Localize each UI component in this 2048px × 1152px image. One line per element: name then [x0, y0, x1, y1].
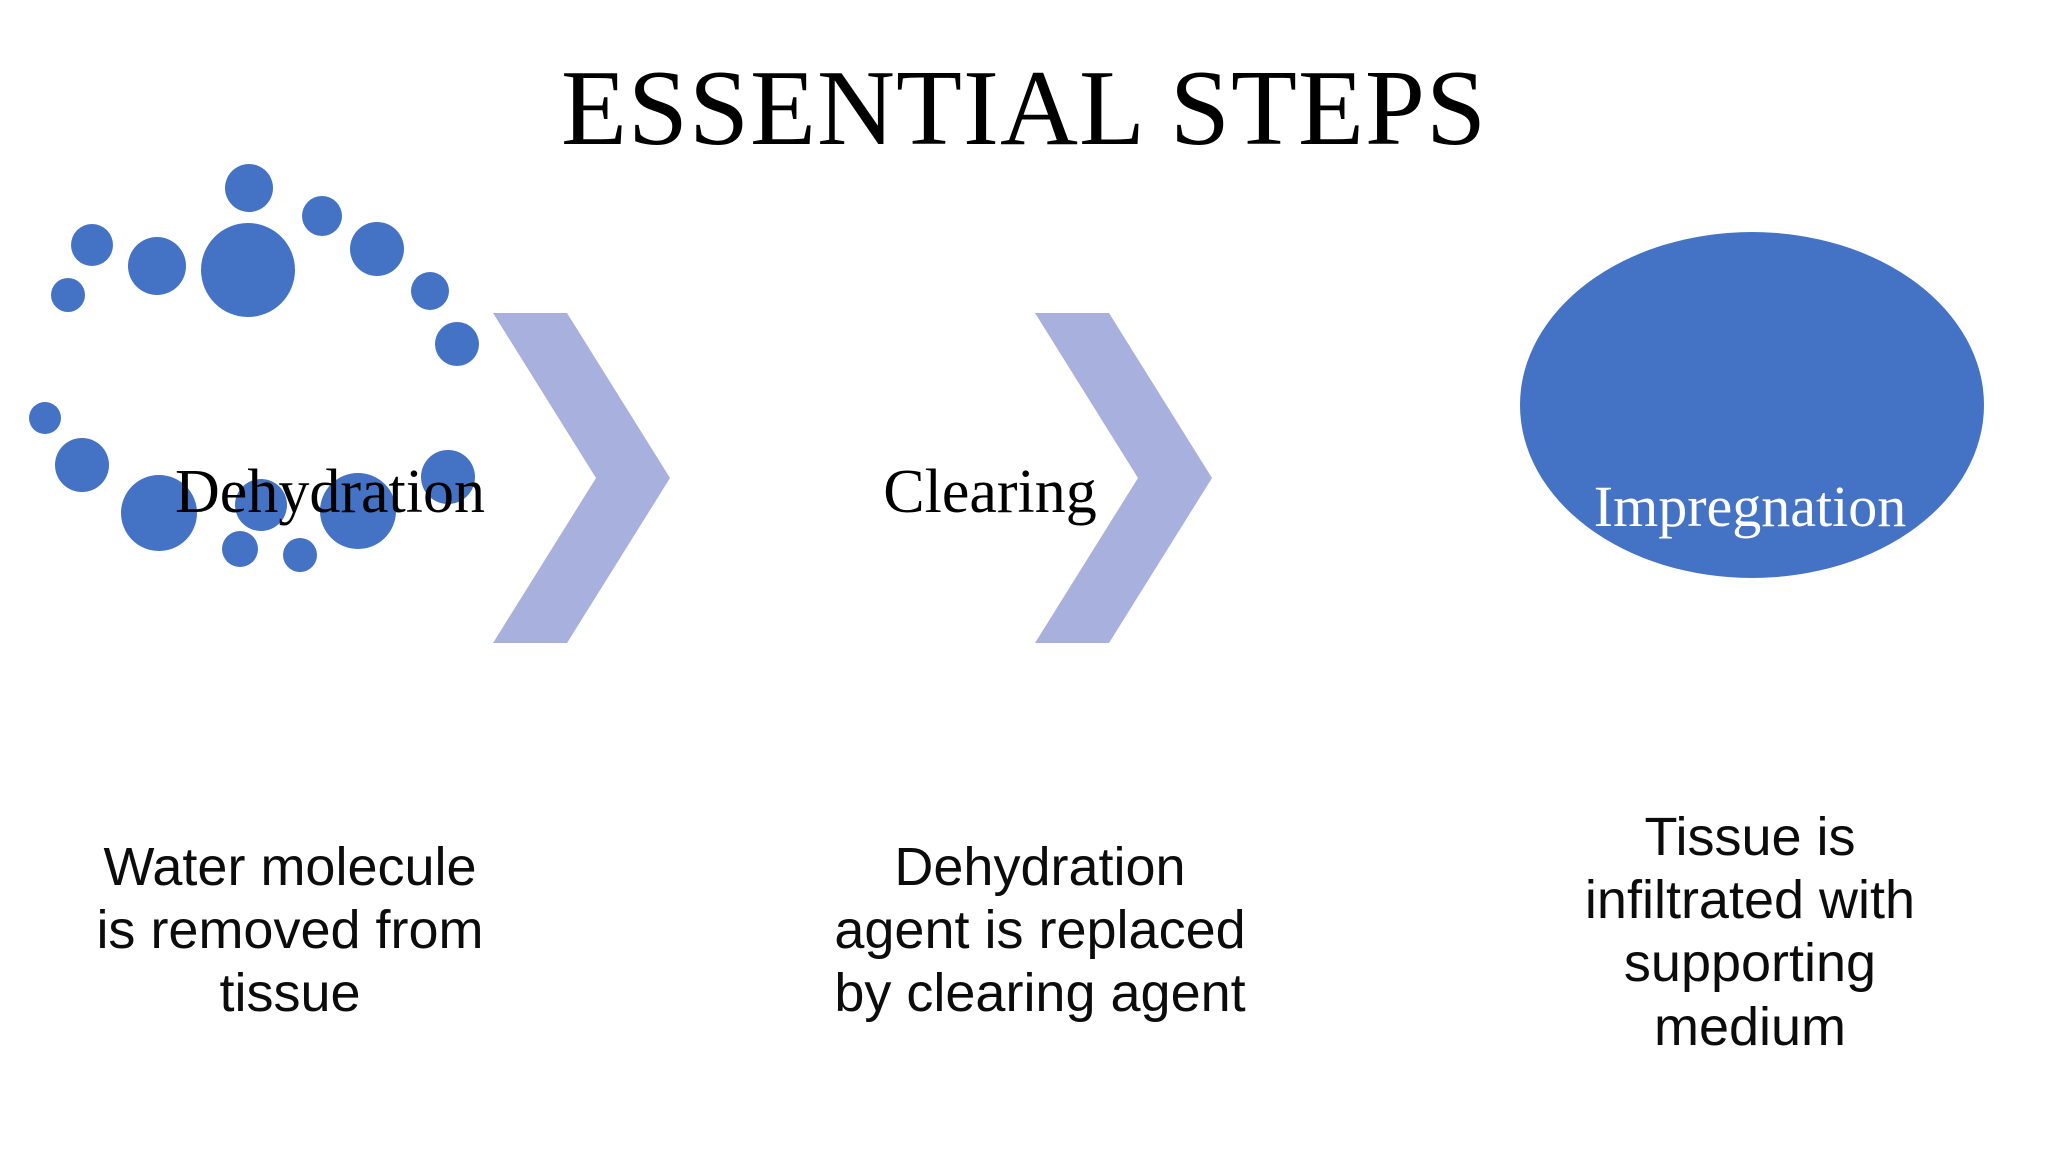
caption-line: medium — [1653, 996, 1847, 1057]
impregnation-ellipse — [1520, 232, 1984, 578]
chevron-right-icon — [1035, 313, 1212, 643]
caption-line: is removed from — [96, 900, 484, 961]
step-caption-clearing: Dehydration agent is replaced by clearin… — [760, 836, 1320, 1026]
caption-line: infiltrated with — [1584, 870, 1916, 931]
water-molecule-icon — [29, 164, 479, 572]
caption-line: Tissue is — [1644, 807, 1856, 867]
caption-line: Water molecule — [103, 837, 477, 897]
caption-line: Dehydration — [894, 837, 1186, 897]
caption-line: by clearing agent — [834, 963, 1246, 1024]
step-label-impregnation: Impregnation — [1593, 474, 1907, 539]
step-label-clearing: Clearing — [883, 458, 1097, 526]
step-label-dehydration: Dehydration — [175, 458, 485, 526]
step-caption-impregnation: Tissue is infiltrated with supporting me… — [1480, 806, 2020, 1059]
page-title: ESSENTIAL STEPS — [560, 49, 1488, 168]
caption-line: supporting — [1623, 933, 1877, 994]
caption-line: tissue — [219, 963, 361, 1024]
chevron-right-icon — [493, 313, 670, 643]
caption-line: agent is replaced — [834, 900, 1246, 961]
step-caption-dehydration: Water molecule is removed from tissue — [30, 836, 550, 1026]
